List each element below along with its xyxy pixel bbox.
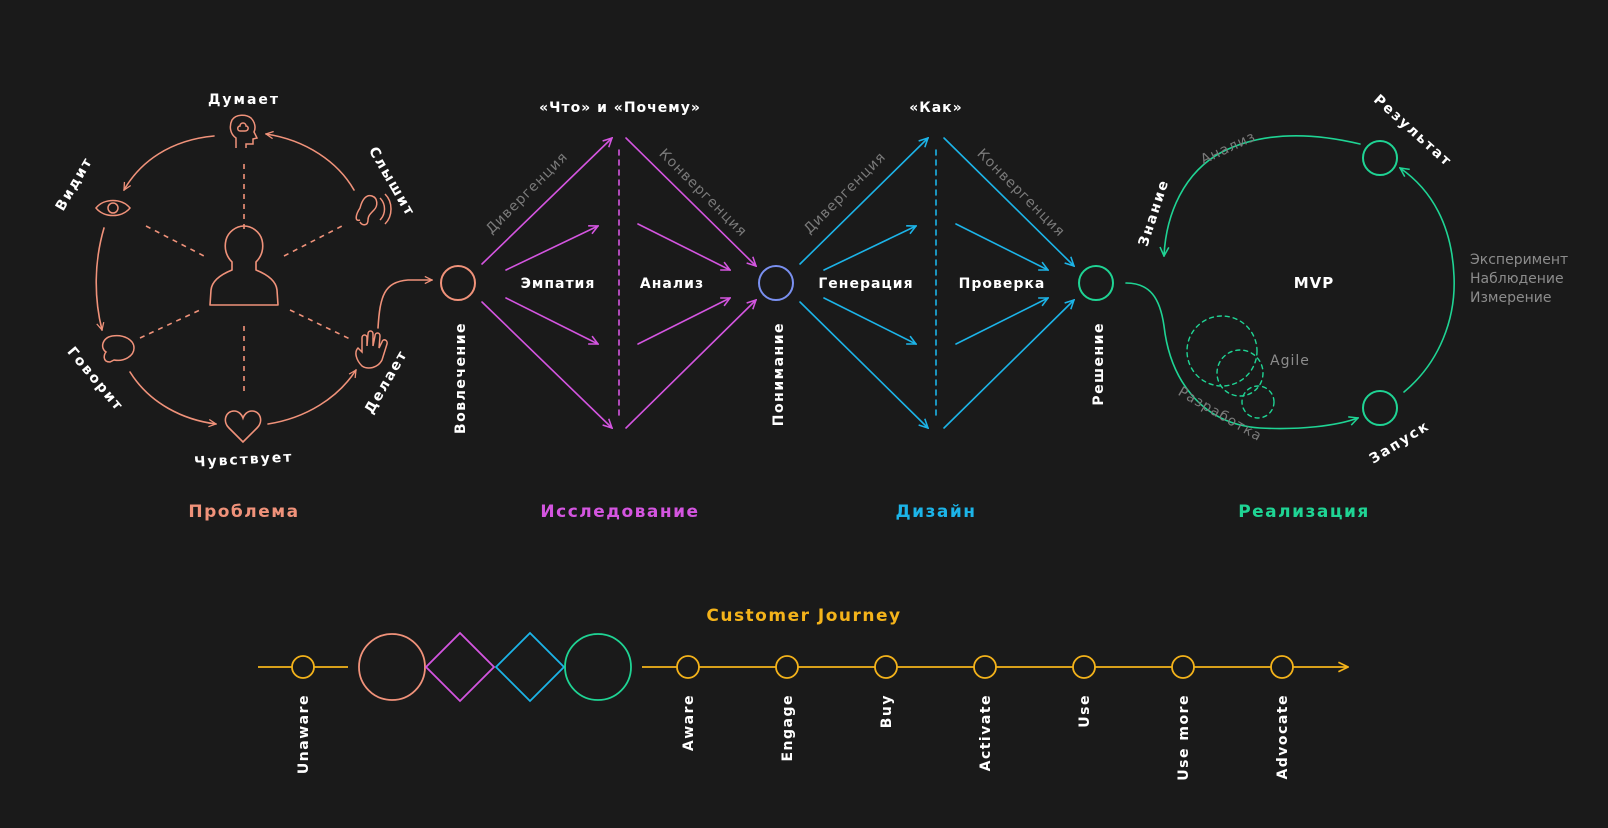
head-icon (229, 114, 259, 148)
journey-stage-realization (564, 633, 632, 701)
research-right-label: Анализ (640, 276, 704, 292)
loop-step: Наблюдение (1470, 271, 1564, 287)
design-left-label: Генерация (818, 276, 913, 292)
label-thinks: Думает (208, 92, 280, 108)
research-divergence: Дивергенция (483, 149, 571, 237)
eye-icon (95, 199, 131, 217)
person-icon (209, 225, 279, 306)
stage-engagement-label: Вовлечение (453, 322, 469, 434)
engagement-node (440, 265, 476, 301)
stage-understanding-label: Понимание (771, 322, 787, 426)
design-heading: «Как» (909, 100, 962, 116)
empathy-arrows (95, 134, 432, 424)
journey-stage-research (424, 631, 496, 703)
journey-step-label: Advocate (1275, 694, 1291, 780)
label-does: Делает (362, 347, 411, 417)
heart-icon (224, 410, 262, 444)
solution-node (1078, 265, 1114, 301)
journey-node (676, 655, 700, 679)
research-left-label: Эмпатия (521, 276, 596, 292)
journey-node (874, 655, 898, 679)
realization-agile: Agile (1270, 353, 1310, 369)
journey-node-unaware (291, 655, 315, 679)
design-title: Дизайн (895, 502, 976, 522)
speech-bubble-icon (101, 334, 135, 363)
launch-node (1362, 390, 1398, 426)
understanding-node (758, 265, 794, 301)
problem-title: Проблема (188, 502, 299, 522)
loop-step: Измерение (1470, 290, 1551, 306)
journey-node (973, 655, 997, 679)
journey-stage-design (494, 631, 566, 703)
problem-section (95, 114, 432, 444)
journey-step-label: Buy (879, 694, 895, 728)
realization-knowledge: Знание (1136, 177, 1173, 249)
label-feels: Чувствует (194, 449, 294, 470)
realization-loop-steps: Эксперимент Наблюдение Измерение (1470, 252, 1568, 306)
loop-step: Эксперимент (1470, 252, 1568, 268)
stage-solution-label: Решение (1091, 322, 1107, 406)
design-diamond (799, 138, 1074, 428)
problem-labels: Думает Видит Слышит Говорит Делает Чувст… (53, 92, 418, 471)
journey-steps: Aware Engage Buy Activate Use Use more Advocat… (676, 655, 1294, 781)
agile-cycles (1186, 315, 1275, 419)
realization-analysis: Анализ (1198, 129, 1258, 168)
empathy-spokes (139, 164, 353, 394)
journey-node (1270, 655, 1294, 679)
journey-step-label: Use more (1176, 694, 1192, 781)
design-convergence: Конвергенция (974, 146, 1068, 240)
realization-title: Реализация (1238, 502, 1370, 522)
label-says: Говорит (64, 344, 127, 415)
journey-step-label: Activate (978, 694, 994, 771)
hand-icon (355, 330, 388, 369)
journey-start-label: Unaware (296, 694, 312, 774)
research-convergence: Конвергенция (656, 146, 750, 240)
realization-loop (1125, 135, 1455, 430)
result-node (1362, 140, 1398, 176)
design-right-label: Проверка (959, 276, 1046, 292)
journey-step-label: Engage (780, 694, 796, 762)
research-diamond (481, 138, 756, 428)
label-sees: Видит (53, 154, 97, 214)
journey-node (775, 655, 799, 679)
journey-step-label: Use (1077, 694, 1093, 728)
ear-icon (355, 193, 392, 226)
journey-node (1072, 655, 1096, 679)
research-title: Исследование (540, 502, 699, 522)
realization-result: Результат (1370, 92, 1455, 171)
realization-center: MVP (1294, 274, 1335, 292)
design-divergence: Дивергенция (801, 149, 889, 237)
journey-node (1171, 655, 1195, 679)
journey-title: Customer Journey (706, 606, 901, 626)
journey-stage-problem (358, 633, 426, 701)
research-heading: «Что» и «Почему» (539, 100, 701, 116)
journey-step-label: Aware (681, 694, 697, 751)
